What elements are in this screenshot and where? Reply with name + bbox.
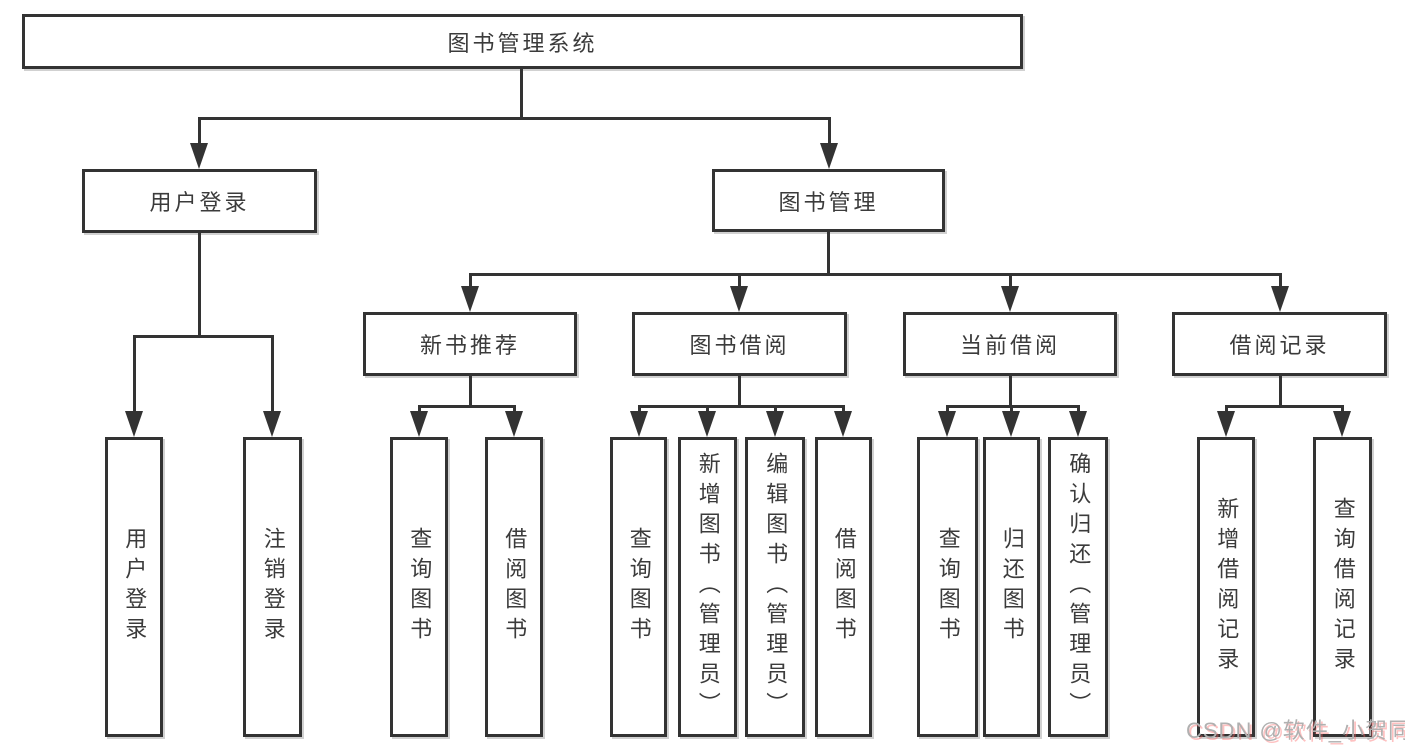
node-borrowing-records: 借阅记录	[1172, 312, 1387, 376]
connector-line	[1341, 405, 1344, 414]
connector-line	[198, 117, 201, 145]
connector-line	[418, 405, 421, 414]
connector-line	[198, 117, 831, 120]
node-label: 归还图书	[999, 527, 1025, 647]
node-label: 注销登录	[260, 527, 286, 647]
arrowhead-icon	[505, 411, 523, 437]
arrowhead-icon	[938, 411, 956, 437]
arrowhead-icon	[698, 411, 716, 437]
arrowhead-icon	[1217, 411, 1235, 437]
watermark: CSDN @软件_小贺同学	[1186, 718, 1405, 743]
arrowhead-icon	[1271, 286, 1289, 312]
leaf-query-borrow-record: 查询借阅记录	[1313, 437, 1372, 737]
leaf-add-borrow-record: 新增借阅记录	[1197, 437, 1255, 737]
arrowhead-icon	[125, 411, 143, 437]
arrowhead-icon	[1002, 411, 1020, 437]
connector-line	[469, 376, 472, 406]
connector-line	[827, 232, 830, 273]
leaf-query-books-borrowing: 查询图书	[610, 437, 667, 737]
connector-line	[1225, 405, 1344, 408]
connector-line	[946, 405, 1080, 408]
leaf-query-books-current: 查询图书	[917, 437, 978, 737]
arrowhead-icon	[834, 411, 852, 437]
leaf-return-books: 归还图书	[983, 437, 1040, 737]
connector-line	[198, 233, 201, 336]
connector-line	[469, 273, 472, 287]
node-label: 图书管理	[778, 189, 879, 215]
arrowhead-icon	[820, 143, 838, 169]
connector-line	[133, 335, 136, 413]
node-book-borrowing: 图书借阅	[632, 312, 847, 376]
arrowhead-icon	[1069, 411, 1087, 437]
leaf-user-login: 用户登录	[105, 437, 163, 737]
node-label: 查询图书	[626, 527, 652, 647]
node-label: 确认归还（管理员）	[1066, 452, 1092, 722]
connector-line	[1009, 376, 1012, 406]
arrowhead-icon	[630, 411, 648, 437]
leaf-borrow-books-borrowing: 借阅图书	[815, 437, 872, 737]
node-label: 图书借阅	[689, 333, 790, 358]
connector-line	[738, 273, 741, 287]
connector-line	[1279, 376, 1282, 406]
connector-line	[513, 405, 516, 414]
connector-line	[774, 405, 777, 414]
connector-line	[418, 405, 516, 408]
arrowhead-icon	[263, 411, 281, 437]
node-book-management: 图书管理	[712, 169, 945, 232]
node-label: 查询借阅记录	[1330, 497, 1356, 677]
arrowhead-icon	[1333, 411, 1351, 437]
connector-line	[842, 405, 845, 414]
node-library-management-system: 图书管理系统	[22, 14, 1023, 69]
connector-line	[738, 376, 741, 406]
leaf-confirm-return-admin: 确认归还（管理员）	[1048, 437, 1108, 737]
arrowhead-icon	[190, 143, 208, 169]
leaf-add-books-admin: 新增图书（管理员）	[678, 437, 737, 737]
node-label: 图书管理系统	[447, 30, 598, 56]
node-label: 借阅图书	[502, 527, 528, 647]
connector-line	[828, 117, 831, 145]
leaf-edit-books-admin: 编辑图书（管理员）	[745, 437, 805, 737]
node-label: 用户登录	[122, 527, 148, 647]
node-label: 查询图书	[935, 527, 961, 647]
arrowhead-icon	[410, 411, 428, 437]
leaf-borrow-books-recommend: 借阅图书	[485, 437, 543, 737]
node-user-login: 用户登录	[82, 169, 317, 233]
connector-line	[638, 405, 641, 414]
node-label: 新书推荐	[419, 333, 520, 358]
connector-line	[469, 273, 1282, 276]
connector-line	[1010, 405, 1013, 414]
node-current-borrowing: 当前借阅	[903, 312, 1117, 376]
node-label: 查询图书	[407, 527, 433, 647]
connector-line	[638, 405, 845, 408]
connector-line	[1279, 273, 1282, 287]
connector-line	[271, 335, 274, 413]
arrowhead-icon	[730, 286, 748, 312]
connector-line	[520, 69, 523, 118]
node-label: 新增图书（管理员）	[695, 452, 721, 722]
node-new-book-recommend: 新书推荐	[363, 312, 577, 376]
node-label: 编辑图书（管理员）	[763, 452, 789, 722]
connector-line	[1009, 273, 1012, 287]
connector-line	[1225, 405, 1228, 414]
node-label: 新增借阅记录	[1214, 497, 1240, 677]
node-label: 借阅图书	[831, 527, 857, 647]
connector-line	[133, 335, 274, 338]
connector-line	[706, 405, 709, 414]
node-label: 当前借阅	[959, 333, 1060, 358]
leaf-query-books-recommend: 查询图书	[390, 437, 448, 737]
arrowhead-icon	[766, 411, 784, 437]
node-label: 用户登录	[149, 190, 250, 215]
connector-line	[1077, 405, 1080, 414]
leaf-logout-login: 注销登录	[243, 437, 302, 737]
node-label: 借阅记录	[1229, 333, 1330, 358]
arrowhead-icon	[461, 286, 479, 312]
arrowhead-icon	[1001, 286, 1019, 312]
connector-line	[946, 405, 949, 414]
